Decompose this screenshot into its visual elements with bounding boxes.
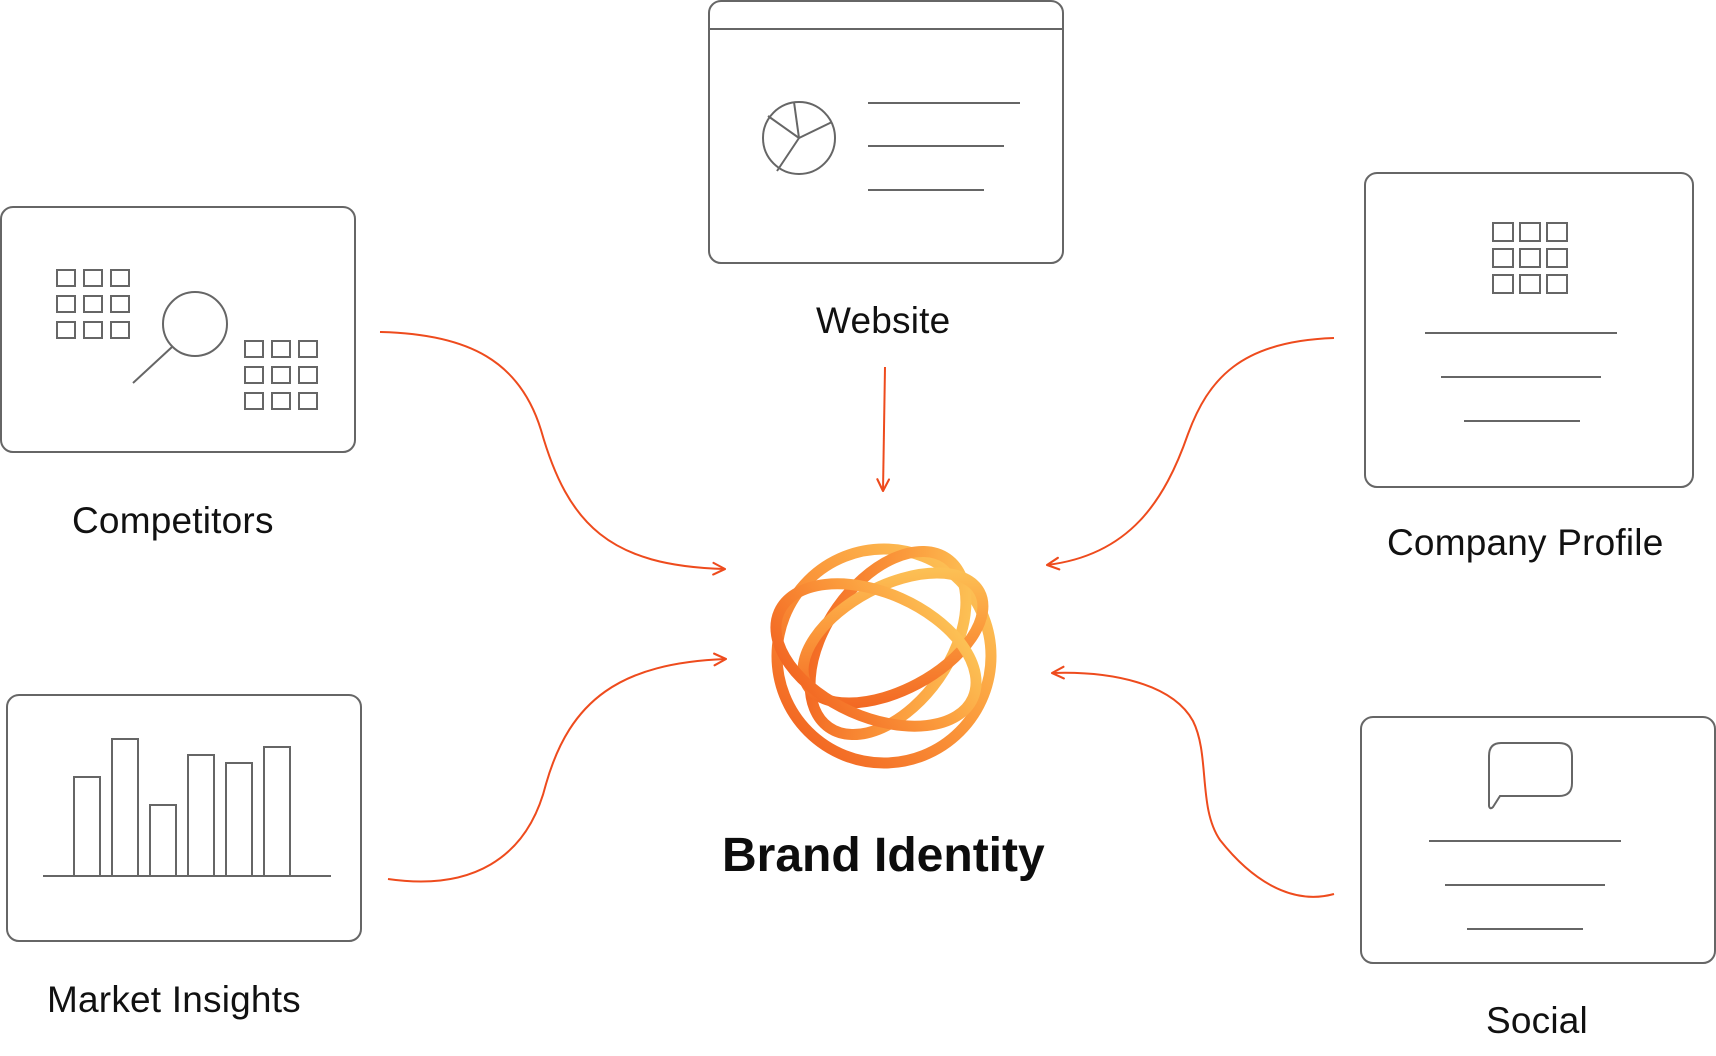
company-profile-label: Company Profile <box>1387 522 1664 563</box>
social-label: Social <box>1486 1000 1588 1041</box>
social-card <box>1360 716 1716 964</box>
orange-globe-logo-icon <box>770 543 997 769</box>
chat-bubble-icon <box>1429 742 1621 930</box>
company-profile-card <box>1364 172 1694 488</box>
arrow-social-to-brand <box>1050 665 1335 898</box>
website-window-icon <box>762 101 1020 191</box>
arrow-competitors-to-brand <box>379 331 727 576</box>
website-card <box>708 0 1064 264</box>
competitor-search-icon <box>56 269 318 410</box>
brand-identity-title: Brand Identity <box>722 829 1045 882</box>
bar-chart-icon <box>43 738 331 877</box>
arrow-company-profile-to-brand <box>1045 337 1335 571</box>
market-insights-card <box>6 694 362 942</box>
competitors-card <box>0 206 356 453</box>
arrow-market-insights-to-brand <box>387 652 728 883</box>
company-profile-icon <box>1425 222 1617 422</box>
market-insights-label: Market Insights <box>47 979 301 1020</box>
website-label: Website <box>816 300 951 341</box>
connector-arrows <box>379 331 1335 898</box>
arrow-website-to-brand <box>876 366 891 493</box>
competitors-label: Competitors <box>72 500 274 541</box>
